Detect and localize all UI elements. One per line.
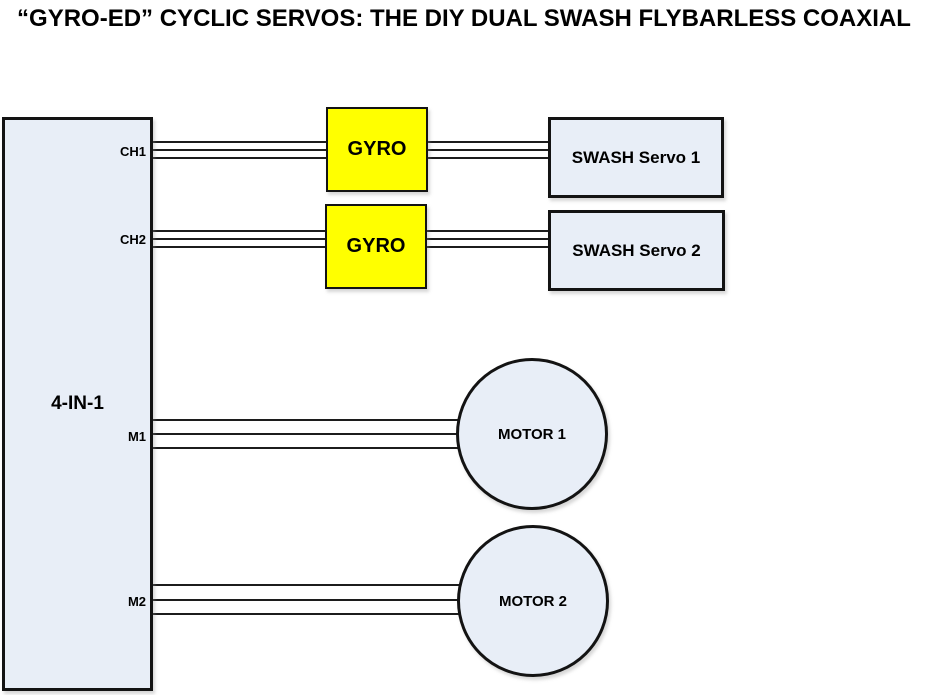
controller-label: 4-IN-1 <box>51 393 104 414</box>
port-label-ch1: CH1 <box>119 144 146 159</box>
motor1-circle: MOTOR 1 <box>456 358 608 510</box>
wire-m2-line <box>152 584 474 586</box>
wire-m2-line <box>152 613 474 615</box>
gyro1-label: GYRO <box>347 138 407 160</box>
swash-servo2-label: SWASH Servo 2 <box>572 240 701 260</box>
wire-m1-line <box>152 419 474 421</box>
swash-servo2-box: SWASH Servo 2 <box>548 210 725 291</box>
gyro2-box: GYRO <box>325 204 427 289</box>
wire-m1-line <box>152 447 474 449</box>
port-label-m2: M2 <box>127 594 146 609</box>
diagram-title: “GYRO-ED” CYCLIC SERVOS: THE DIY DUAL SW… <box>17 5 911 32</box>
motor2-circle: MOTOR 2 <box>457 525 609 677</box>
wire-m1-line <box>152 433 474 435</box>
swash-servo1-box: SWASH Servo 1 <box>548 117 724 198</box>
motor2-label: MOTOR 2 <box>498 592 568 610</box>
swash-servo1-label: SWASH Servo 1 <box>571 147 701 167</box>
motor1-label: MOTOR 1 <box>497 425 567 443</box>
wire-m2-line <box>152 599 474 601</box>
port-label-ch2: CH2 <box>119 232 146 247</box>
gyro1-box: GYRO <box>326 107 428 192</box>
port-label-m1: M1 <box>127 429 146 444</box>
gyro2-label: GYRO <box>346 235 406 257</box>
controller-box <box>2 117 153 691</box>
